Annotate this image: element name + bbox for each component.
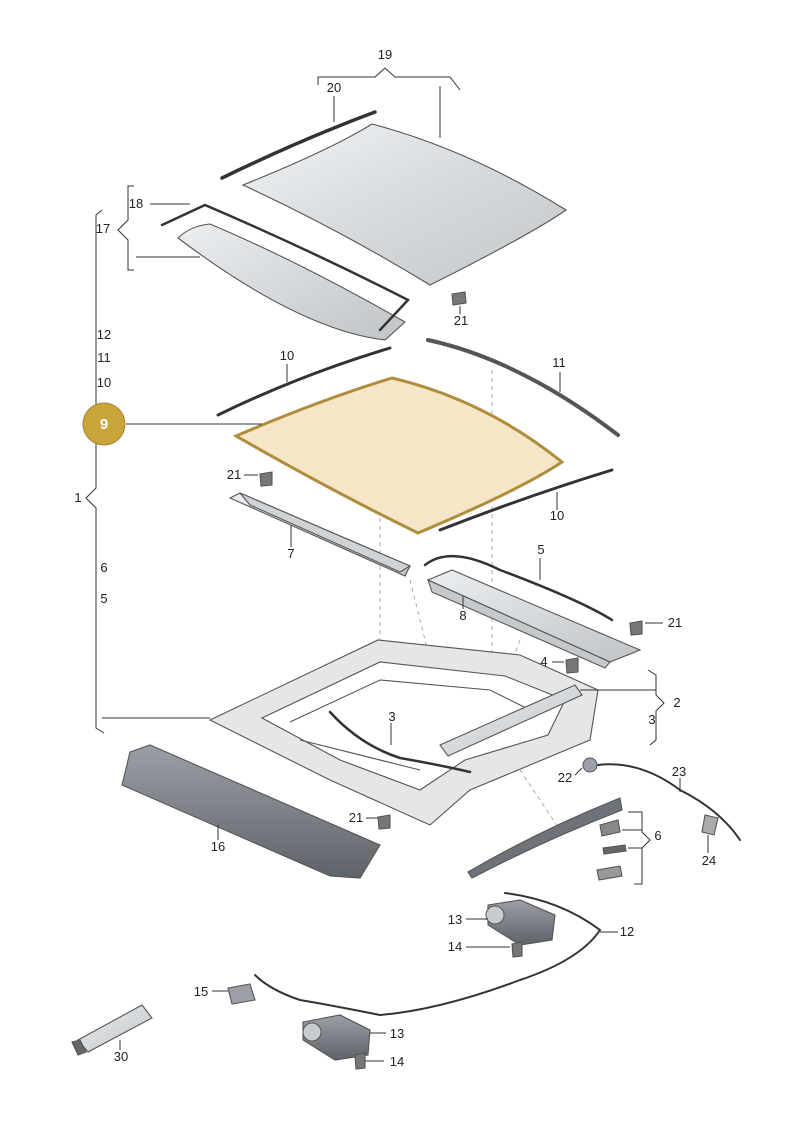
callout-22[interactable]: 22 (558, 770, 572, 785)
callout-10-lower[interactable]: 10 (550, 508, 564, 523)
callout-16[interactable]: 16 (211, 839, 225, 854)
part-guide-rail-2[interactable] (439, 684, 583, 757)
leader-lines (85, 67, 709, 1062)
callout-14-upper[interactable]: 14 (448, 939, 462, 954)
callout-1[interactable]: 1 (74, 490, 81, 505)
part-screw-21-top[interactable] (451, 291, 467, 306)
callout-3-right[interactable]: 3 (648, 712, 655, 727)
callout-9: 9 (100, 416, 108, 433)
part-control-unit-15[interactable] (227, 983, 256, 1005)
callout-21-bottom[interactable]: 21 (349, 810, 363, 825)
callout-11-left[interactable]: 11 (97, 350, 111, 365)
part-roof-frame[interactable] (208, 639, 599, 826)
part-seal-10-upper[interactable] (216, 346, 392, 417)
part-glass-seal-9-highlighted[interactable] (232, 376, 565, 535)
callout-12-left[interactable]: 12 (97, 327, 111, 342)
part-motor-13-lower[interactable] (302, 1014, 371, 1061)
callout-10-left[interactable]: 10 (97, 375, 111, 390)
callout-2[interactable]: 2 (673, 695, 680, 710)
callout-6-left[interactable]: 6 (100, 560, 107, 575)
callout-labels: 19 20 18 17 21 12 11 10 10 11 9 21 1 10 … (74, 47, 716, 1069)
part-screw-21-mid[interactable] (259, 471, 273, 487)
part-motor-13-upper[interactable] (485, 899, 556, 946)
part-front-trim-16[interactable] (121, 744, 381, 879)
callout-17[interactable]: 17 (96, 221, 110, 236)
callout-19[interactable]: 19 (378, 47, 392, 62)
callout-24[interactable]: 24 (702, 853, 716, 868)
callout-12-right[interactable]: 12 (620, 924, 634, 939)
part-crossmember-8[interactable] (426, 569, 642, 669)
part-screw-4[interactable] (565, 657, 579, 674)
callout-8[interactable]: 8 (459, 608, 466, 623)
callout-7[interactable]: 7 (287, 546, 294, 561)
callout-18[interactable]: 18 (129, 196, 143, 211)
part-crossmember-7[interactable] (228, 492, 412, 577)
part-clips-6[interactable] (596, 819, 627, 881)
part-connector-22[interactable] (582, 757, 598, 773)
callout-13-upper[interactable]: 13 (448, 912, 462, 927)
callout-23[interactable]: 23 (672, 764, 686, 779)
part-trim-strip-6[interactable] (467, 797, 623, 879)
part-screw-21-bottom[interactable] (377, 814, 391, 830)
part-connector-24[interactable] (701, 814, 719, 836)
callout-5-left[interactable]: 5 (100, 591, 107, 606)
part-drain-tube-5[interactable] (423, 554, 614, 622)
part-seal-10-lower[interactable] (438, 468, 614, 532)
callout-5-right[interactable]: 5 (537, 542, 544, 557)
part-screw-14-lower[interactable] (354, 1052, 366, 1070)
part-drain-hose-3[interactable] (328, 710, 472, 774)
callout-20[interactable]: 20 (327, 80, 341, 95)
callout-10-upper[interactable]: 10 (280, 348, 294, 363)
part-glass-panel-19[interactable] (241, 123, 567, 286)
callout-3-middle[interactable]: 3 (388, 709, 395, 724)
callout-4[interactable]: 4 (540, 654, 547, 669)
part-deflector-panel-17[interactable] (177, 223, 406, 341)
highlight-badge-9[interactable]: 9 (82, 402, 126, 446)
part-seal-11[interactable] (426, 338, 620, 437)
part-seal-strip-20[interactable] (220, 110, 377, 180)
callout-6-right[interactable]: 6 (654, 828, 661, 843)
part-screw-14-upper[interactable] (511, 941, 523, 958)
callout-14-lower[interactable]: 14 (390, 1054, 404, 1069)
callout-21-right[interactable]: 21 (668, 615, 682, 630)
part-screw-21-right[interactable] (629, 620, 643, 636)
callout-11-right[interactable]: 11 (552, 355, 566, 370)
part-sealant-tube-30[interactable] (71, 1004, 153, 1056)
callout-15[interactable]: 15 (194, 984, 208, 999)
callout-21-mid[interactable]: 21 (227, 467, 241, 482)
callout-21-top[interactable]: 21 (454, 313, 468, 328)
part-seal-frame-18[interactable] (160, 203, 411, 332)
part-wiring-harness-12[interactable] (254, 892, 602, 1017)
callout-13-lower[interactable]: 13 (390, 1026, 404, 1041)
callout-30[interactable]: 30 (114, 1049, 128, 1064)
